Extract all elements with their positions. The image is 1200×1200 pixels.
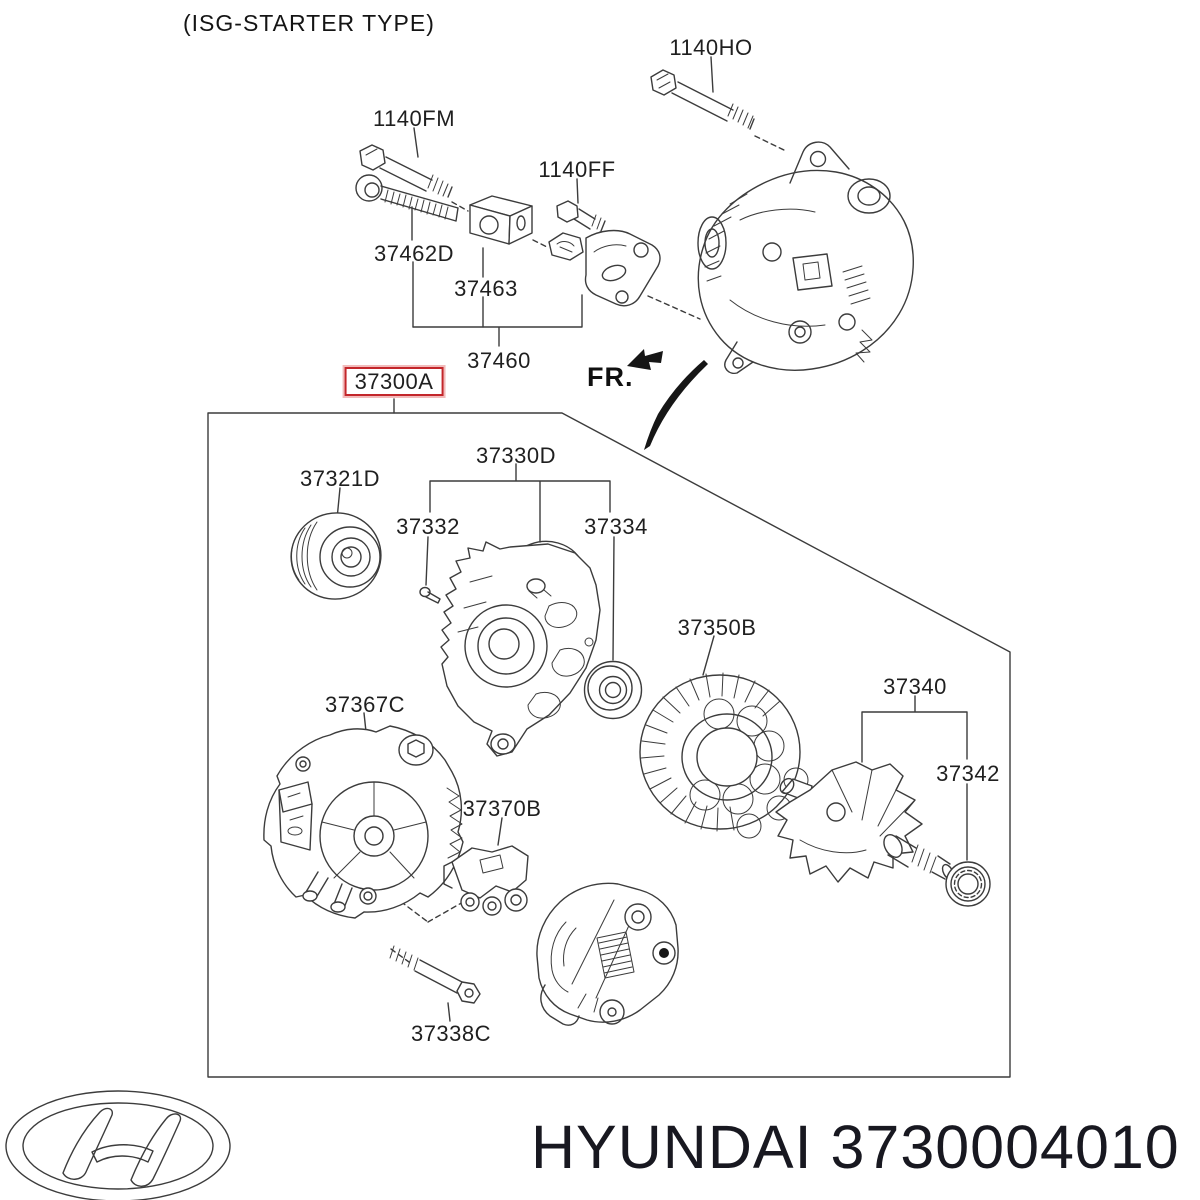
part-label-1140ho: 1140HO — [669, 35, 753, 60]
assembly-group-box — [207, 412, 1011, 1078]
part-label-37330d: 37330D — [475, 443, 557, 468]
part-label-37460: 37460 — [467, 348, 531, 373]
bolt-1140ff-drawing — [556, 200, 606, 232]
bearing-37334-drawing — [583, 660, 643, 720]
footer-part-text: HYUNDAI 3730004010 — [531, 1112, 1180, 1182]
footer-part-number: 3730004010 — [830, 1113, 1180, 1181]
part-label-37334: 37334 — [584, 514, 648, 539]
part-label-37321d: 37321D — [299, 466, 381, 491]
direction-swoosh — [644, 360, 708, 450]
part-label-1140ff: 1140FF — [538, 157, 616, 182]
stator-37350b-drawing — [639, 672, 809, 839]
alternator-assembly-drawing — [697, 141, 914, 375]
hyundai-logo — [5, 1090, 231, 1200]
part-label-1140fm: 1140FM — [372, 106, 456, 131]
part-label-37462d: 37462D — [373, 241, 455, 266]
part-label-37300a-highlighted: 37300A — [344, 367, 444, 397]
part-label-37463: 37463 — [454, 276, 518, 301]
fr-direction-arrow — [627, 349, 663, 370]
part-label-37340: 37340 — [883, 674, 947, 699]
bracket-37460-drawing — [548, 229, 661, 307]
spacer-37463-drawing — [469, 195, 533, 245]
part-label-37342: 37342 — [936, 761, 1000, 786]
diagram-title: (ISG-STARTER TYPE) — [183, 10, 435, 36]
rear-cover-drawing — [536, 882, 679, 1026]
part-label-37332: 37332 — [396, 514, 460, 539]
part-label-37338c: 37338C — [410, 1021, 492, 1046]
leader-lines — [336, 56, 968, 1022]
bolt-1140ho-drawing — [650, 69, 755, 130]
rear-bracket-37367c-drawing — [263, 725, 464, 919]
bearing-37342-drawing — [945, 861, 991, 907]
footer-brand: HYUNDAI — [531, 1113, 813, 1181]
brush-holder-37370b-drawing — [443, 845, 529, 916]
fr-direction-label: FR. — [587, 362, 634, 392]
screw-37332-drawing — [419, 586, 441, 604]
part-label-37370b: 37370B — [462, 796, 542, 821]
pulley-37321d-drawing — [290, 512, 382, 600]
front-bracket-37330d-drawing — [440, 540, 601, 757]
bolt-1140fm-drawing — [359, 144, 453, 198]
part-label-37367c: 37367C — [324, 692, 406, 717]
bolt-37338c-drawing — [389, 945, 481, 1004]
stud-37462d-drawing — [355, 174, 459, 222]
part-label-37350b: 37350B — [677, 615, 757, 640]
rotor-37340-drawing — [775, 761, 955, 883]
